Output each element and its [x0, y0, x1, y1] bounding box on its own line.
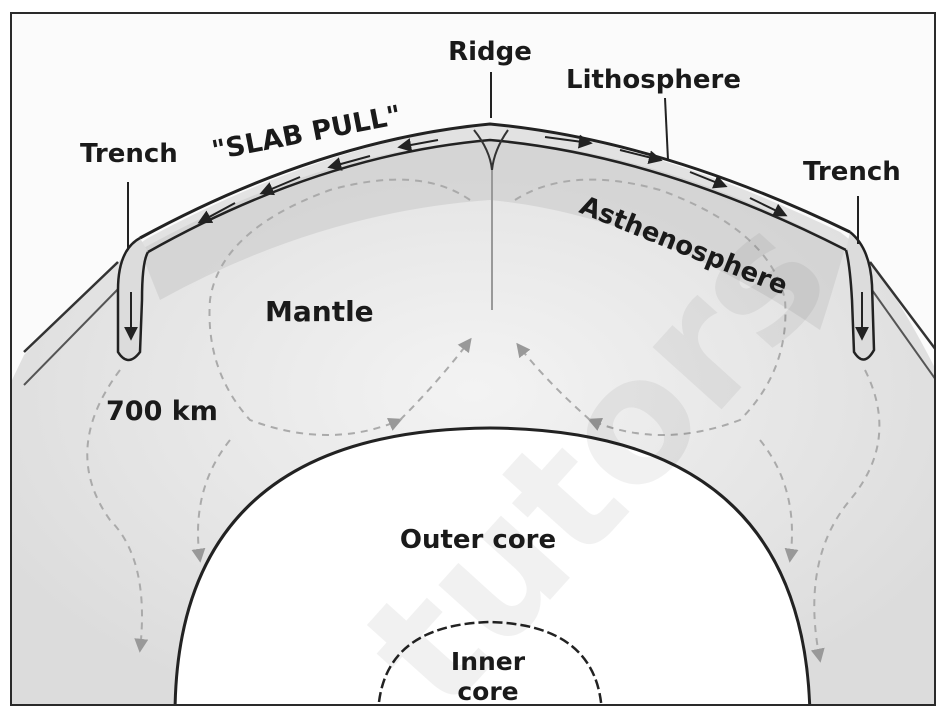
ridge-label: Ridge [448, 37, 532, 67]
inner-core-label-line1: Inner [451, 647, 526, 676]
trench-left-label: Trench [80, 139, 178, 169]
lithosphere-label: Lithosphere [566, 65, 741, 95]
mantle-label: Mantle [265, 295, 374, 328]
outer-core-label: Outer core [400, 525, 556, 555]
trench-right-label: Trench [803, 157, 901, 187]
depth-label: 700 km [106, 396, 218, 427]
inner-core-label-line2: core [457, 677, 518, 706]
lithosphere-pointer [665, 98, 668, 160]
